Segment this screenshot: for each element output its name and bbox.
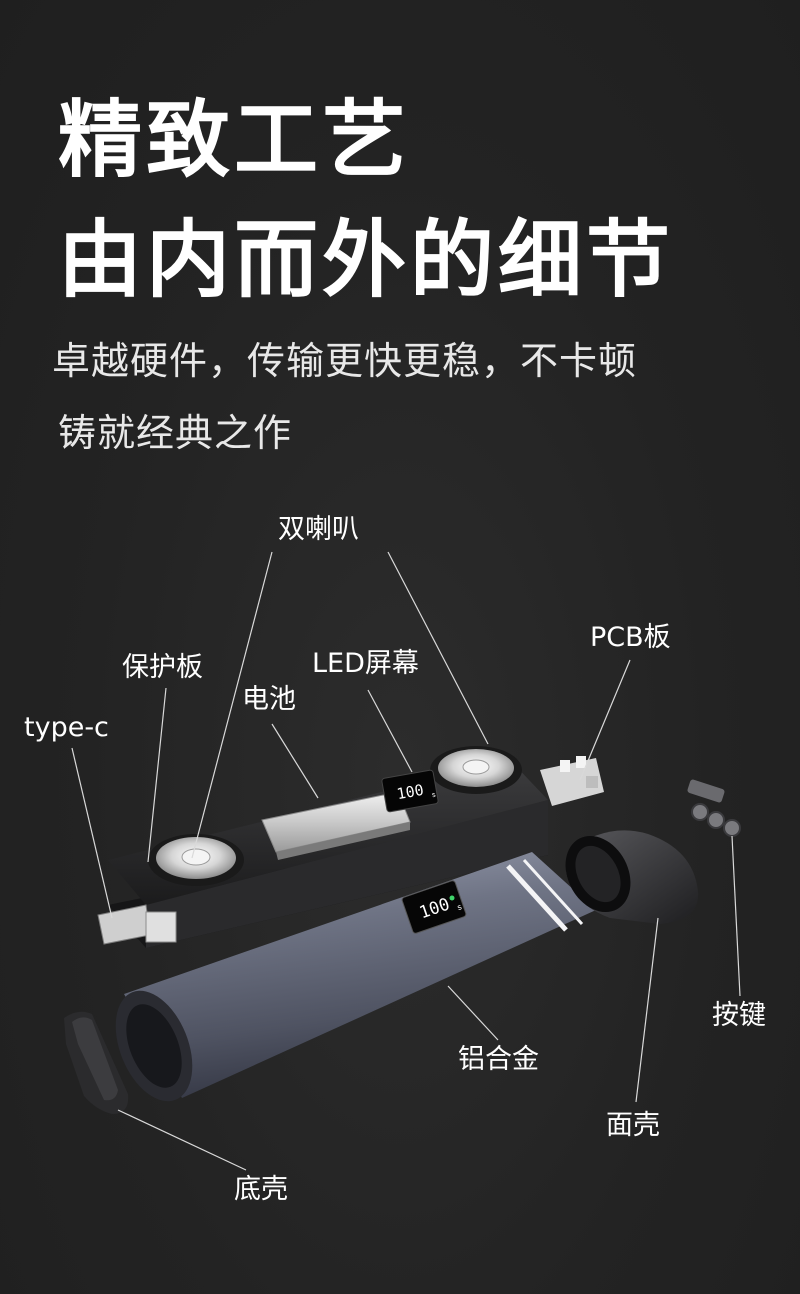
- leader-speakers-left: [191, 551, 273, 859]
- callout-protection-board: 保护板: [122, 652, 203, 683]
- leader-lines: [71, 551, 741, 1171]
- leader-bottom-shell: [117, 1109, 247, 1171]
- bottom-shell-cap: [64, 1011, 129, 1114]
- callout-usb-port: type-c: [24, 712, 109, 743]
- speaker-right: [430, 746, 522, 794]
- button-cluster: [687, 779, 741, 837]
- leader-speakers-right: [387, 551, 489, 745]
- subheadline-line-1: 卓越硬件，传输更快更稳，不卡顿: [52, 339, 638, 383]
- callout-aluminum-alloy: 铝合金: [458, 1044, 539, 1075]
- board-front-face: [146, 800, 548, 948]
- callout-battery: 电池: [242, 684, 296, 715]
- aluminum-shell: 100 s: [115, 852, 596, 1102]
- module-display-unit: s: [431, 791, 436, 800]
- callout-front-shell: 面壳: [606, 1110, 660, 1141]
- leader-protection-board: [147, 687, 167, 863]
- module-display-readout: 100: [395, 781, 425, 803]
- pcb-board: [540, 756, 604, 806]
- speaker-left: [148, 834, 244, 886]
- leader-buttons: [731, 835, 741, 997]
- leader-led-screen: [367, 689, 413, 773]
- leader-pcb-board: [579, 659, 631, 781]
- led-screen-module: 100 s: [381, 769, 439, 813]
- leader-battery: [271, 723, 319, 799]
- headline-line-2: 由内而外的细节: [58, 211, 675, 309]
- leader-aluminum-alloy: [447, 985, 499, 1041]
- battery-cell: [261, 791, 411, 860]
- aluminum-shell-ring-2: [522, 858, 584, 926]
- shell-display-unit: s: [456, 902, 463, 912]
- display-indicator-led: [449, 895, 455, 901]
- callout-speakers: 双喇叭: [278, 514, 359, 545]
- aluminum-shell-ring-1: [506, 864, 568, 932]
- headline-line-1: 精致工艺: [58, 91, 411, 189]
- callout-bottom-shell: 底壳: [234, 1174, 288, 1205]
- callout-buttons: 按键: [712, 1000, 766, 1031]
- leader-usb-port: [71, 747, 113, 919]
- leader-front-shell: [635, 917, 659, 1103]
- front-shell-cap: [565, 830, 699, 924]
- callout-pcb-board: PCB板: [590, 622, 671, 653]
- subheadline-line-2: 铸就经典之作: [58, 411, 293, 455]
- callout-led-screen: LED屏幕: [312, 648, 419, 679]
